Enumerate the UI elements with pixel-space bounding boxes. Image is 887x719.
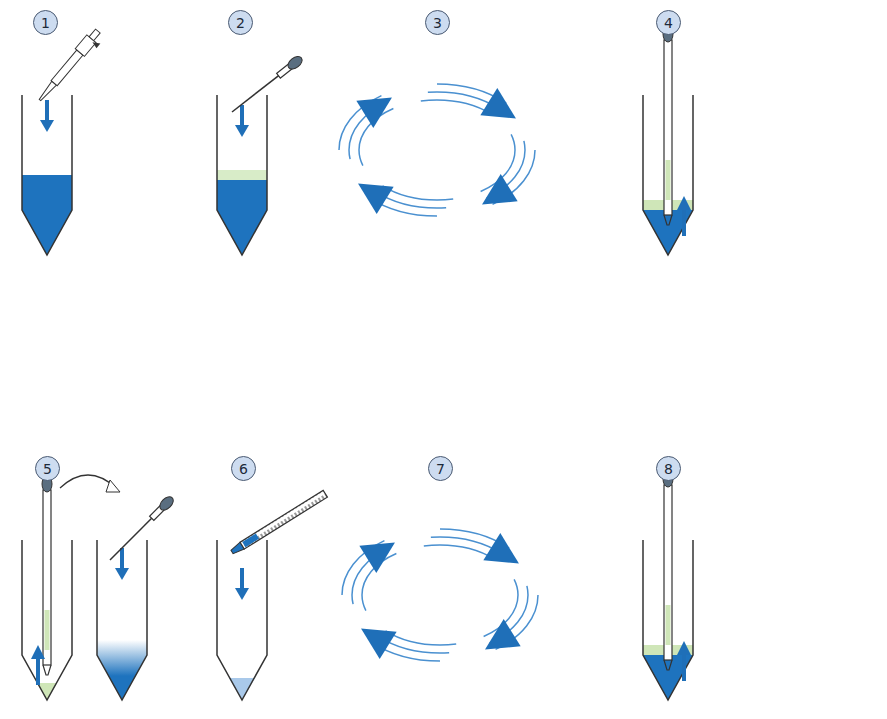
- step-5-figure: [22, 475, 176, 700]
- step-number-circle: 8: [656, 456, 681, 481]
- step-6-figure: [217, 490, 327, 700]
- step-number-circle: 2: [228, 10, 253, 35]
- step-number-circle: 5: [35, 456, 60, 481]
- step-number: 1: [41, 16, 50, 30]
- step-number: 8: [664, 462, 673, 476]
- step-number-circle: 6: [231, 456, 256, 481]
- mixing-arrows: [339, 84, 535, 218]
- step-4-figure: [643, 26, 693, 255]
- step-number: 3: [433, 16, 442, 30]
- step-number-circle: 7: [428, 456, 453, 481]
- step-number: 2: [236, 16, 245, 30]
- step-number: 6: [239, 462, 248, 476]
- step-number: 7: [436, 462, 445, 476]
- step-number: 4: [664, 16, 673, 30]
- step-2-figure: [217, 54, 304, 255]
- step-number-circle: 3: [425, 10, 450, 35]
- step-1-figure: [22, 27, 106, 255]
- step-number: 5: [43, 462, 52, 476]
- step-number-circle: 1: [33, 10, 58, 35]
- step-number-circle: 4: [656, 10, 681, 35]
- step-8-figure: [643, 471, 693, 700]
- mixing-arrows: [342, 529, 538, 663]
